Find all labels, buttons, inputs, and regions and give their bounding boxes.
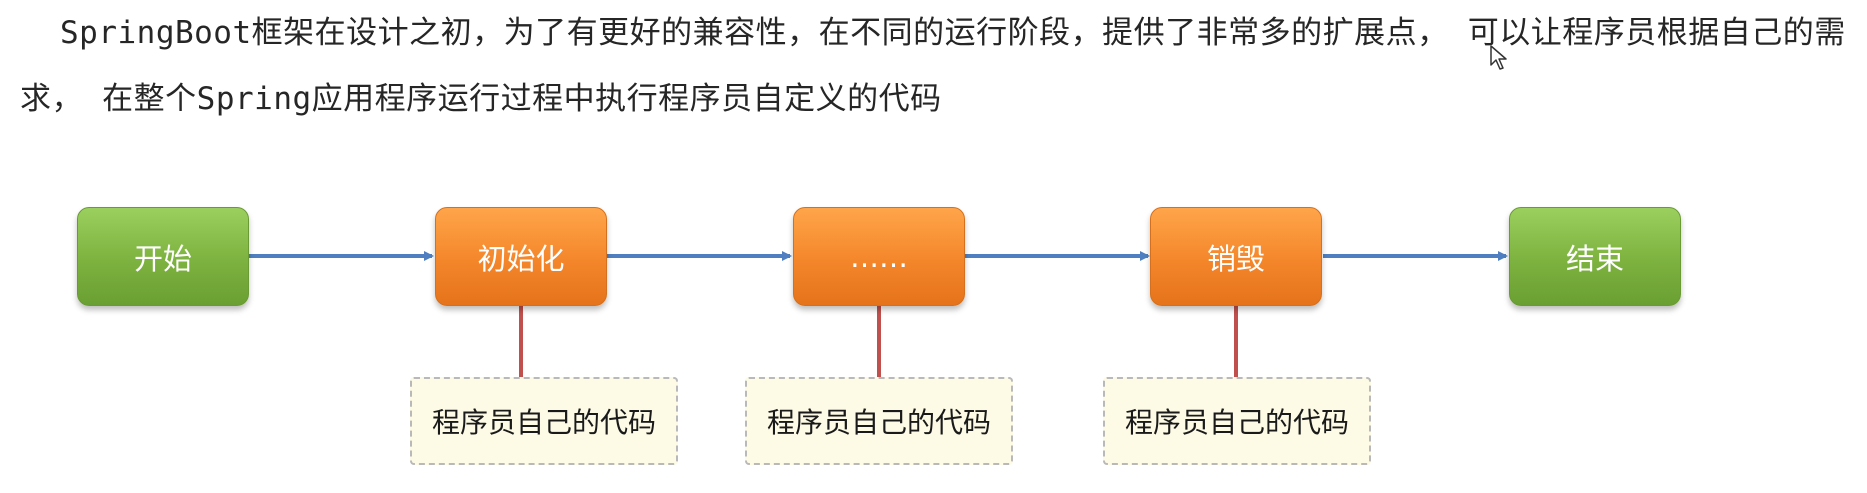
code-box-init: 程序员自己的代码: [410, 377, 678, 465]
code-box-middle: 程序员自己的代码: [745, 377, 1013, 465]
code-box-label: 程序员自己的代码: [766, 406, 991, 439]
node-init: 初始化: [435, 207, 607, 306]
node-end-label: 结束: [1565, 241, 1624, 276]
node-middle: ……: [793, 207, 965, 306]
code-box-label: 程序员自己的代码: [1124, 406, 1349, 439]
node-init-label: 初始化: [477, 241, 565, 276]
node-end: 结束: [1509, 207, 1681, 306]
code-box-destroy: 程序员自己的代码: [1103, 377, 1371, 465]
node-start: 开始: [77, 207, 249, 306]
node-middle-label: ……: [850, 239, 908, 274]
node-start-label: 开始: [133, 241, 192, 276]
description-text: SpringBoot框架在设计之初，为了有更好的兼容性，在不同的运行阶段，提供了…: [20, 15, 1846, 117]
node-destroy: 销毁: [1150, 207, 1322, 306]
mouse-pointer-icon: [1490, 45, 1507, 70]
code-box-label: 程序员自己的代码: [431, 406, 656, 439]
node-destroy-label: 销毁: [1206, 241, 1265, 276]
